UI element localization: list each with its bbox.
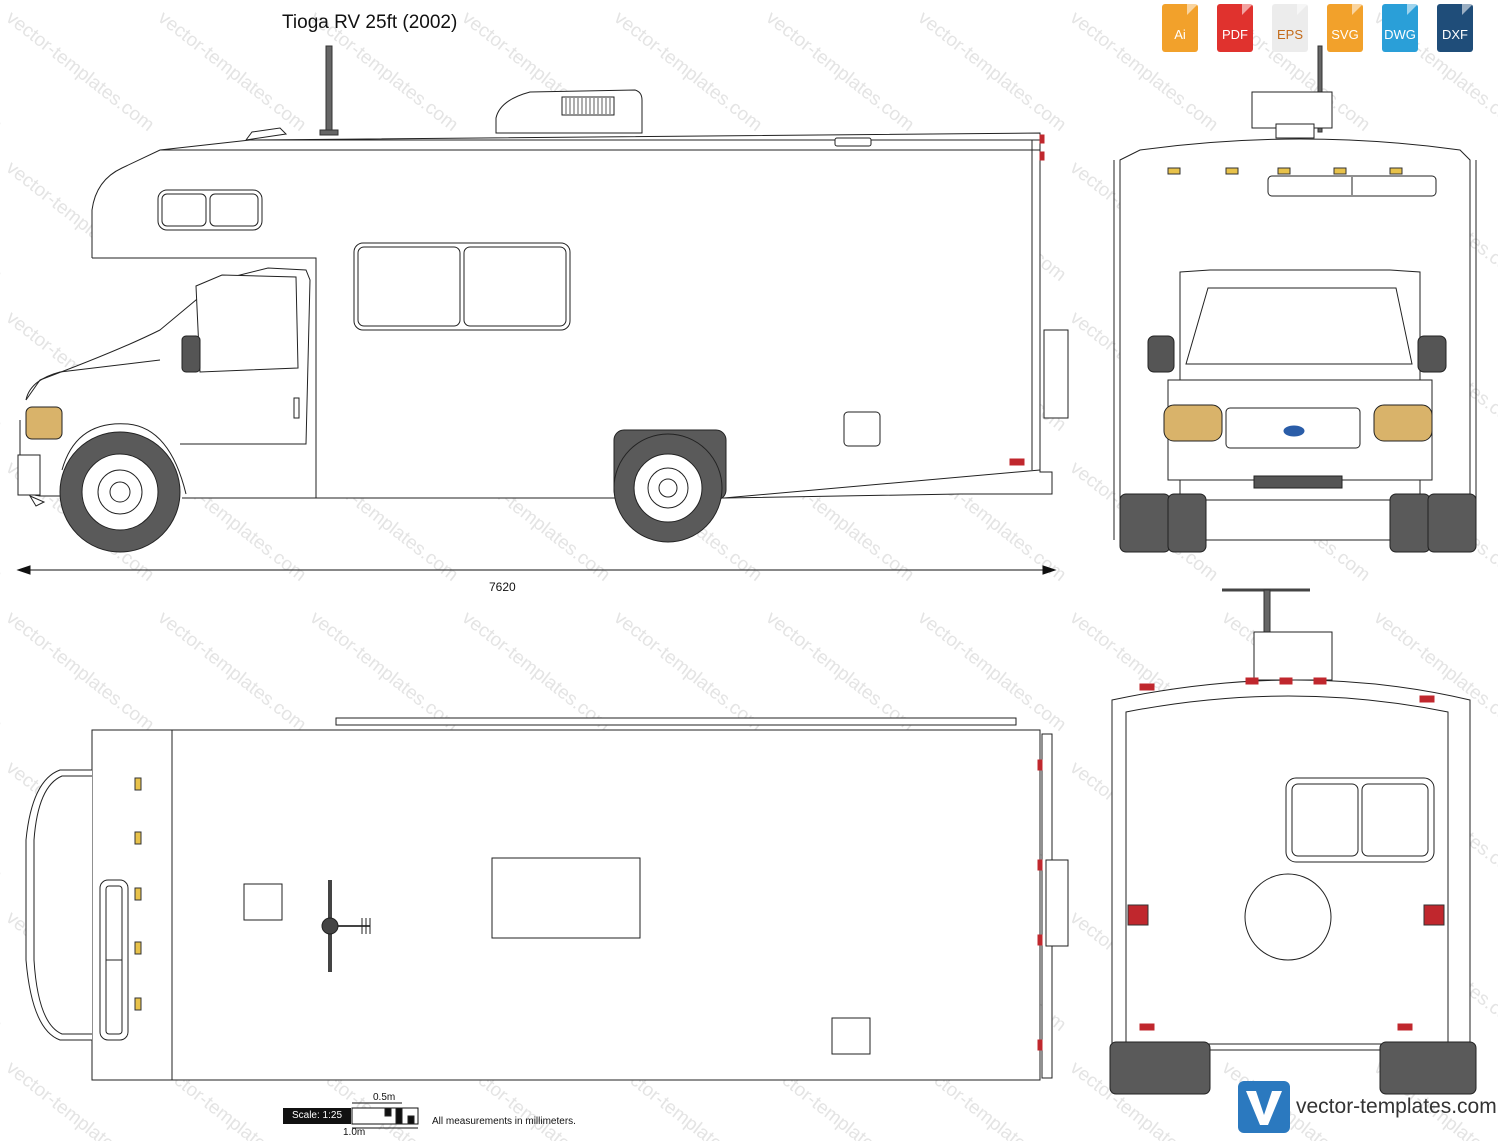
scale-label: Scale: 1:25 bbox=[283, 1108, 351, 1124]
brand-logo[interactable] bbox=[1238, 1081, 1290, 1133]
format-badge-label: PDF bbox=[1222, 27, 1248, 42]
vt-logo-icon bbox=[1246, 1091, 1282, 1125]
format-badge-label: DXF bbox=[1442, 27, 1468, 42]
side-view bbox=[16, 45, 1069, 575]
format-badge-label: SVG bbox=[1331, 27, 1359, 42]
format-badge-label: DWG bbox=[1384, 27, 1416, 42]
format-badge-label: Ai bbox=[1174, 27, 1186, 42]
length-dimension: 7620 bbox=[489, 580, 516, 594]
rear-view bbox=[1109, 588, 1477, 1095]
format-badge-pdf[interactable]: PDF bbox=[1215, 4, 1255, 54]
format-badges: Ai PDF EPS SVG DWG DXF bbox=[1160, 4, 1490, 54]
scale-bar bbox=[351, 1102, 419, 1129]
measurement-note: All measurements in millimeters. bbox=[432, 1116, 576, 1127]
page-title: Tioga RV 25ft (2002) bbox=[282, 12, 458, 33]
scale-lower-label: 1.0m bbox=[343, 1127, 366, 1138]
front-view bbox=[1113, 45, 1477, 553]
format-badge-label: EPS bbox=[1276, 27, 1303, 42]
brand-site-link[interactable]: vector-templates.com bbox=[1296, 1095, 1497, 1118]
format-badge-eps[interactable]: EPS bbox=[1270, 4, 1310, 54]
format-badge-dxf[interactable]: DXF bbox=[1435, 4, 1475, 54]
top-view bbox=[25, 717, 1069, 1081]
format-badge-dwg[interactable]: DWG bbox=[1380, 4, 1420, 54]
format-badge-ai[interactable]: Ai bbox=[1160, 4, 1200, 54]
scale-upper-label: 0.5m bbox=[373, 1092, 396, 1103]
format-badge-svg[interactable]: SVG bbox=[1325, 4, 1365, 54]
